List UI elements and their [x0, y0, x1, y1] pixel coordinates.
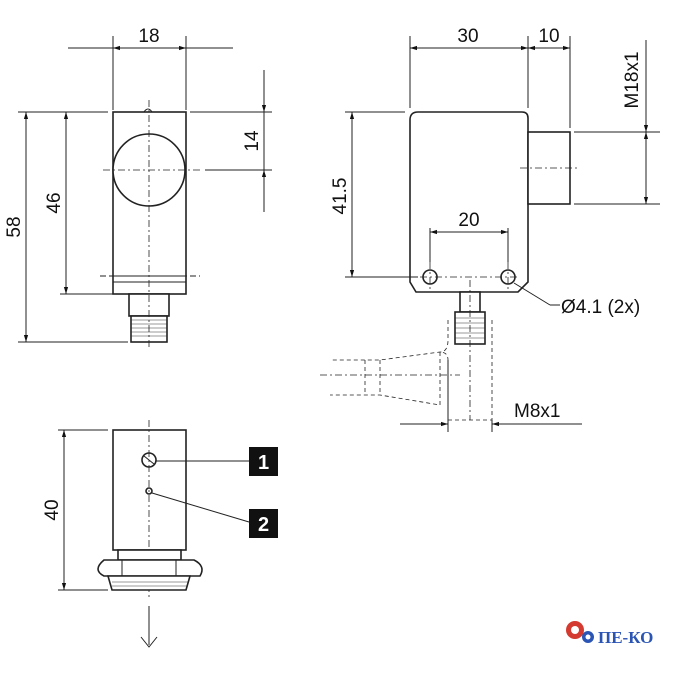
dim-front-height-total: 58 [4, 216, 25, 237]
side-housing [409, 111, 529, 293]
dim-side-height: 41.5 [330, 178, 351, 215]
side-view: 30 10 M18x1 41.5 20 Ø4.1 (2x) M8x1 [320, 26, 660, 432]
svg-text:2: 2 [258, 514, 269, 536]
logo: ПЕ-КО [566, 621, 653, 647]
svg-text:ПЕ-КО: ПЕ-КО [598, 628, 653, 647]
dim-side-depth: 30 [457, 26, 478, 47]
dim-front-height-body: 46 [44, 192, 65, 213]
direction-arrow-icon [140, 636, 158, 648]
bottom-view: 40 1 2 [42, 420, 278, 648]
svg-text:1: 1 [258, 452, 269, 474]
dim-side-hole-diameter: Ø4.1 (2x) [561, 297, 640, 318]
gear-icon [566, 621, 594, 643]
dim-front-lens-offset: 14 [242, 130, 263, 152]
callout-tag-2: 2 [249, 509, 278, 538]
dim-cable-thread: M8x1 [514, 401, 560, 422]
dim-side-connector-length: 10 [538, 26, 559, 47]
dim-bottom-height: 40 [42, 499, 63, 520]
dim-front-width: 18 [138, 26, 159, 47]
bottom-nut [97, 559, 203, 577]
callout-tag-1: 1 [249, 447, 278, 476]
front-view: 18 58 46 14 [4, 26, 272, 350]
side-connector [527, 131, 571, 205]
dim-side-connector-thread: M18x1 [622, 51, 643, 108]
dim-side-hole-spacing: 20 [458, 210, 479, 231]
